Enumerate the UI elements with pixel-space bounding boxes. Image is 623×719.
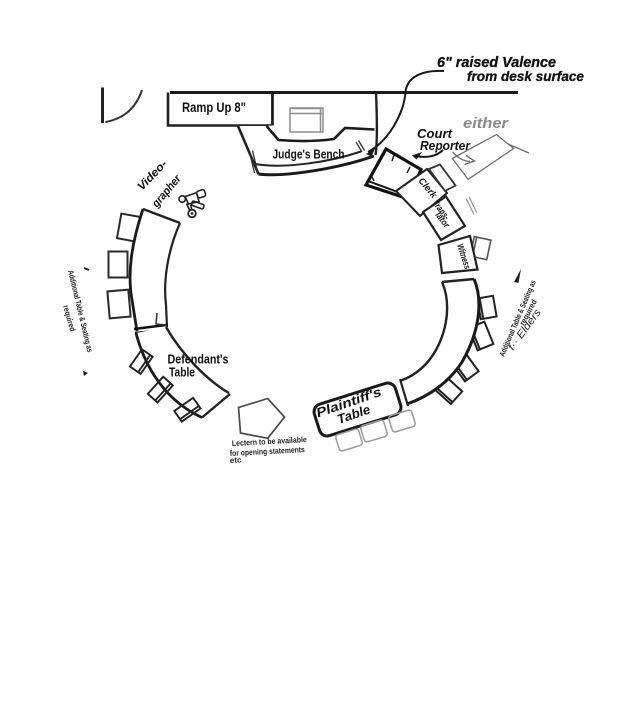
svg-text:etc: etc — [230, 455, 243, 465]
svg-text:Lectern to be available: Lectern to be available — [232, 435, 308, 448]
svg-text:either: either — [463, 115, 509, 132]
svg-text:Reporter: Reporter — [420, 138, 471, 153]
svg-text:6" raised Valence: 6" raised Valence — [437, 54, 556, 71]
svg-text:for opening statements: for opening statements — [230, 445, 306, 458]
svg-text:from desk surface: from desk surface — [467, 69, 584, 84]
svg-text:Table: Table — [169, 365, 195, 380]
svg-text:Judge's Bench: Judge's Bench — [273, 147, 345, 162]
svg-text:Ramp Up 8": Ramp Up 8" — [182, 100, 246, 115]
svg-text:required: required — [61, 304, 77, 333]
svg-text:Defendant's: Defendant's — [168, 352, 229, 367]
svg-text:Court: Court — [417, 126, 453, 141]
